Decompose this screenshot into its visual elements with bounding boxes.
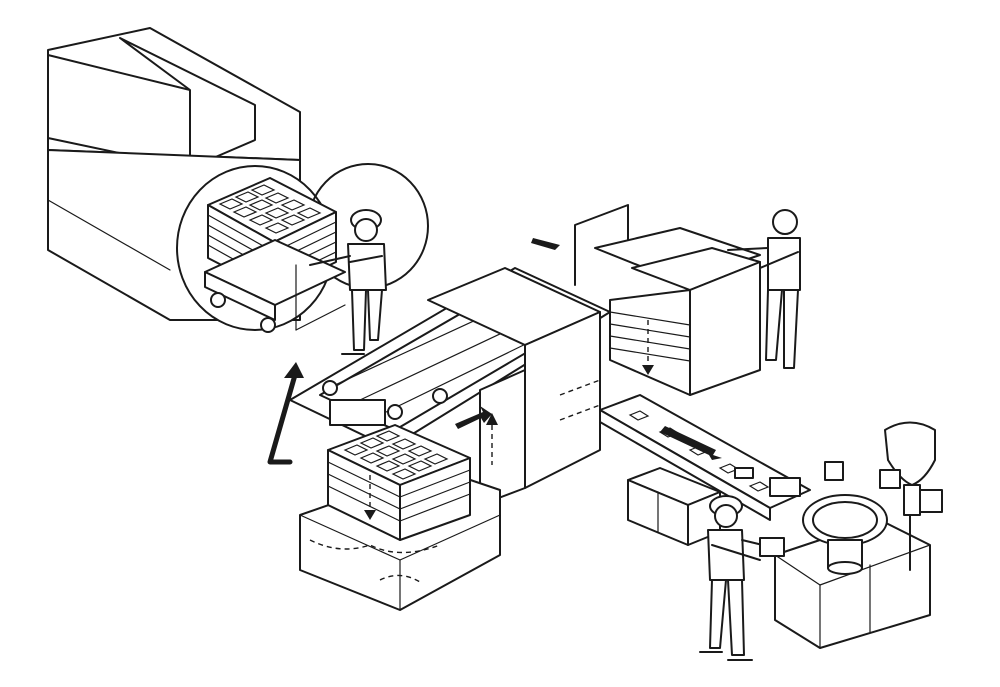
lower-stack-unit [299, 424, 501, 611]
rotary-machine [734, 421, 943, 649]
conveyor-direction-arrow [660, 426, 722, 460]
central-tower [427, 267, 601, 506]
stacker-right [574, 204, 761, 396]
conveyor [599, 394, 811, 521]
tray-stack-cart [204, 177, 346, 333]
lift-arrow-up [486, 413, 498, 425]
feed-arrow [531, 238, 560, 250]
worker-oven [309, 209, 387, 355]
worker-rotary [699, 495, 785, 661]
tray-grid-lower [343, 430, 449, 480]
tray-grid-oven [218, 184, 322, 234]
worker-stacker [727, 209, 801, 369]
transfer-arrow-left [455, 406, 492, 429]
return-arrow [267, 362, 304, 465]
